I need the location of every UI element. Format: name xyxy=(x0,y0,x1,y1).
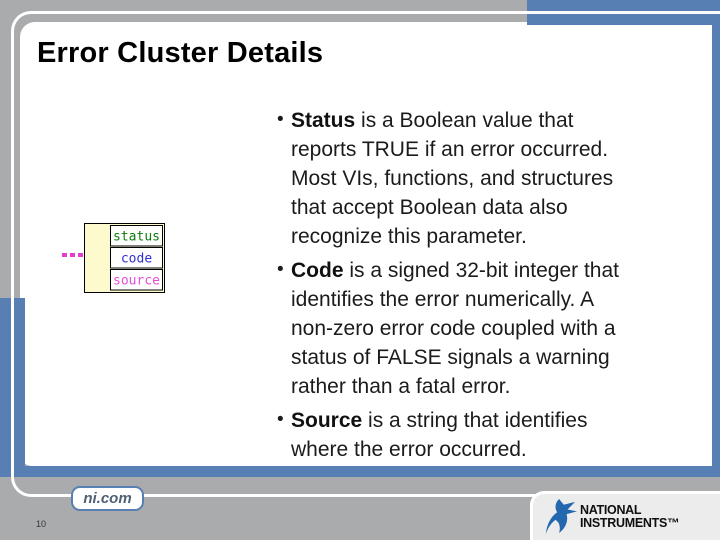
bullet-line: recognize this parameter. xyxy=(291,225,527,248)
accent-bar-bottom xyxy=(0,466,720,477)
bullet-term: Status xyxy=(291,109,356,132)
ni-logo-line1: NATIONAL xyxy=(580,503,642,517)
bullet-marker: • xyxy=(277,259,284,280)
bullet-item-status: • Status is a Boolean value that reports… xyxy=(276,106,696,251)
bullet-list: • Status is a Boolean value that reports… xyxy=(276,106,696,464)
accent-bar-right xyxy=(712,0,720,477)
bullet-line: non-zero error code coupled with a xyxy=(291,317,616,340)
cluster-field-code-box xyxy=(110,247,163,269)
cluster-field-code-label: code xyxy=(121,252,152,267)
ni-logo-card: NATIONAL INSTRUMENTS™ xyxy=(530,491,720,540)
nicom-badge: ni.com xyxy=(71,486,144,511)
bullet-text: is a string that identifies xyxy=(362,409,588,432)
page-title: Error Cluster Details xyxy=(37,37,324,69)
page-number: 10 xyxy=(36,519,47,529)
bullet-item-source: • Source is a string that identifies whe… xyxy=(276,406,696,464)
bullet-line: Status is a Boolean value that xyxy=(291,106,696,135)
bullet-text: is a signed 32-bit integer that xyxy=(343,259,620,282)
bullet-line: Most VIs, functions, and structures xyxy=(291,167,614,190)
nicom-badge-label: ni.com xyxy=(83,490,132,507)
cluster-field-status-label: status xyxy=(113,230,160,245)
bullet-line: status of FALSE signals a warning xyxy=(291,346,610,369)
bullet-line: that accept Boolean data also xyxy=(291,196,568,219)
error-cluster-diagram: status code source xyxy=(62,223,165,293)
ni-logo-line2: INSTRUMENTS™ xyxy=(580,516,680,530)
ni-logo-text: NATIONAL INSTRUMENTS™ xyxy=(580,504,679,530)
bullet-marker: • xyxy=(277,109,284,130)
ni-eagle-icon xyxy=(545,499,577,534)
bullet-term: Code xyxy=(291,259,344,282)
accent-bar-left xyxy=(0,298,25,477)
bullet-line: rather than a fatal error. xyxy=(291,375,511,398)
accent-bar-top-right xyxy=(527,0,720,25)
bullet-line: where the error occurred. xyxy=(291,438,527,461)
cluster-field-source-label: source xyxy=(113,274,160,289)
cluster-field-source-box xyxy=(110,269,163,291)
bullet-text: is a Boolean value that xyxy=(355,109,574,132)
bullet-marker: • xyxy=(277,409,284,430)
bullet-line: Code is a signed 32-bit integer that xyxy=(291,256,696,285)
bullet-line: reports TRUE if an error occurred. xyxy=(291,138,609,161)
bullet-line: Source is a string that identifies xyxy=(291,406,696,435)
cluster-field-status-box xyxy=(110,225,163,247)
bullet-line: identifies the error numerically. A xyxy=(291,288,595,311)
bullet-item-code: • Code is a signed 32-bit integer that i… xyxy=(276,256,696,401)
bullet-term: Source xyxy=(291,409,363,432)
